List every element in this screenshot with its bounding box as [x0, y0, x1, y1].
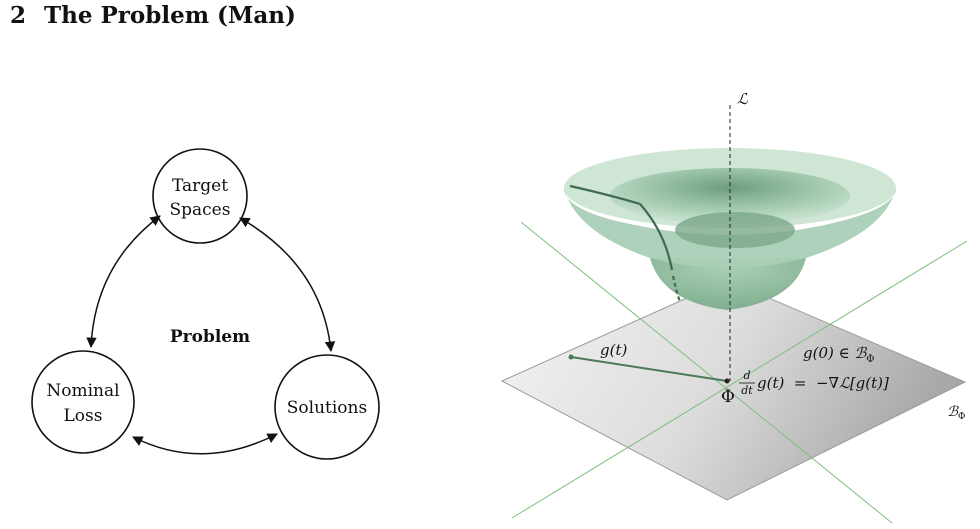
plane-path-start: [568, 354, 574, 360]
plane-label: ℬΦ: [947, 404, 965, 422]
landscape-figure: ℒ g(t) Φ g(0) ∈ ℬΦ d dt g(t) = −∇ℒ[g(t)]…: [500, 90, 968, 524]
section-heading: 2 The Problem (Man): [10, 2, 296, 29]
base-plane: [500, 279, 967, 501]
ode-equation: d dt g(t) = −∇ℒ[g(t)]: [739, 369, 889, 397]
cycle-center-label: Problem: [170, 327, 250, 347]
plane-path: [570, 356, 728, 382]
arrow-target-solutions: [239, 217, 336, 353]
node-label-target: Target: [172, 176, 228, 196]
arrow-target-nominal: [86, 215, 161, 349]
node-label-solutions: Solutions: [287, 398, 367, 418]
surface-lower: [650, 258, 806, 310]
node-label-nominal: Nominal: [46, 381, 119, 401]
node-solutions: [274, 354, 380, 460]
surface-curve-hidden: [671, 275, 682, 303]
ode-den: dt: [741, 384, 753, 397]
node-label-loss: Loss: [64, 406, 103, 426]
section-title: The Problem (Man): [44, 2, 296, 29]
path-label: g(t): [600, 341, 627, 359]
node-nominal-loss: [31, 350, 135, 454]
loss-axis-label: ℒ: [737, 90, 749, 108]
guide-line-b: [511, 240, 968, 519]
cycle-diagram: Target Spaces Nominal Loss Solutions Pro…: [31, 148, 380, 460]
ode-rhs: g(t) = −∇ℒ[g(t)]: [757, 374, 889, 392]
node-label-spaces: Spaces: [170, 200, 231, 220]
surface-well: [675, 212, 795, 248]
guide-line-a: [520, 221, 893, 524]
node-target-spaces: [152, 148, 248, 244]
section-number: 2: [10, 2, 27, 29]
ode-num: d: [743, 369, 750, 382]
init-condition: g(0) ∈ ℬΦ: [803, 344, 874, 365]
surface-body: [564, 188, 896, 268]
origin-point: [724, 378, 730, 384]
origin-label: Φ: [721, 387, 735, 407]
surface-curve: [569, 184, 674, 271]
arrow-nominal-solutions: [132, 433, 278, 455]
